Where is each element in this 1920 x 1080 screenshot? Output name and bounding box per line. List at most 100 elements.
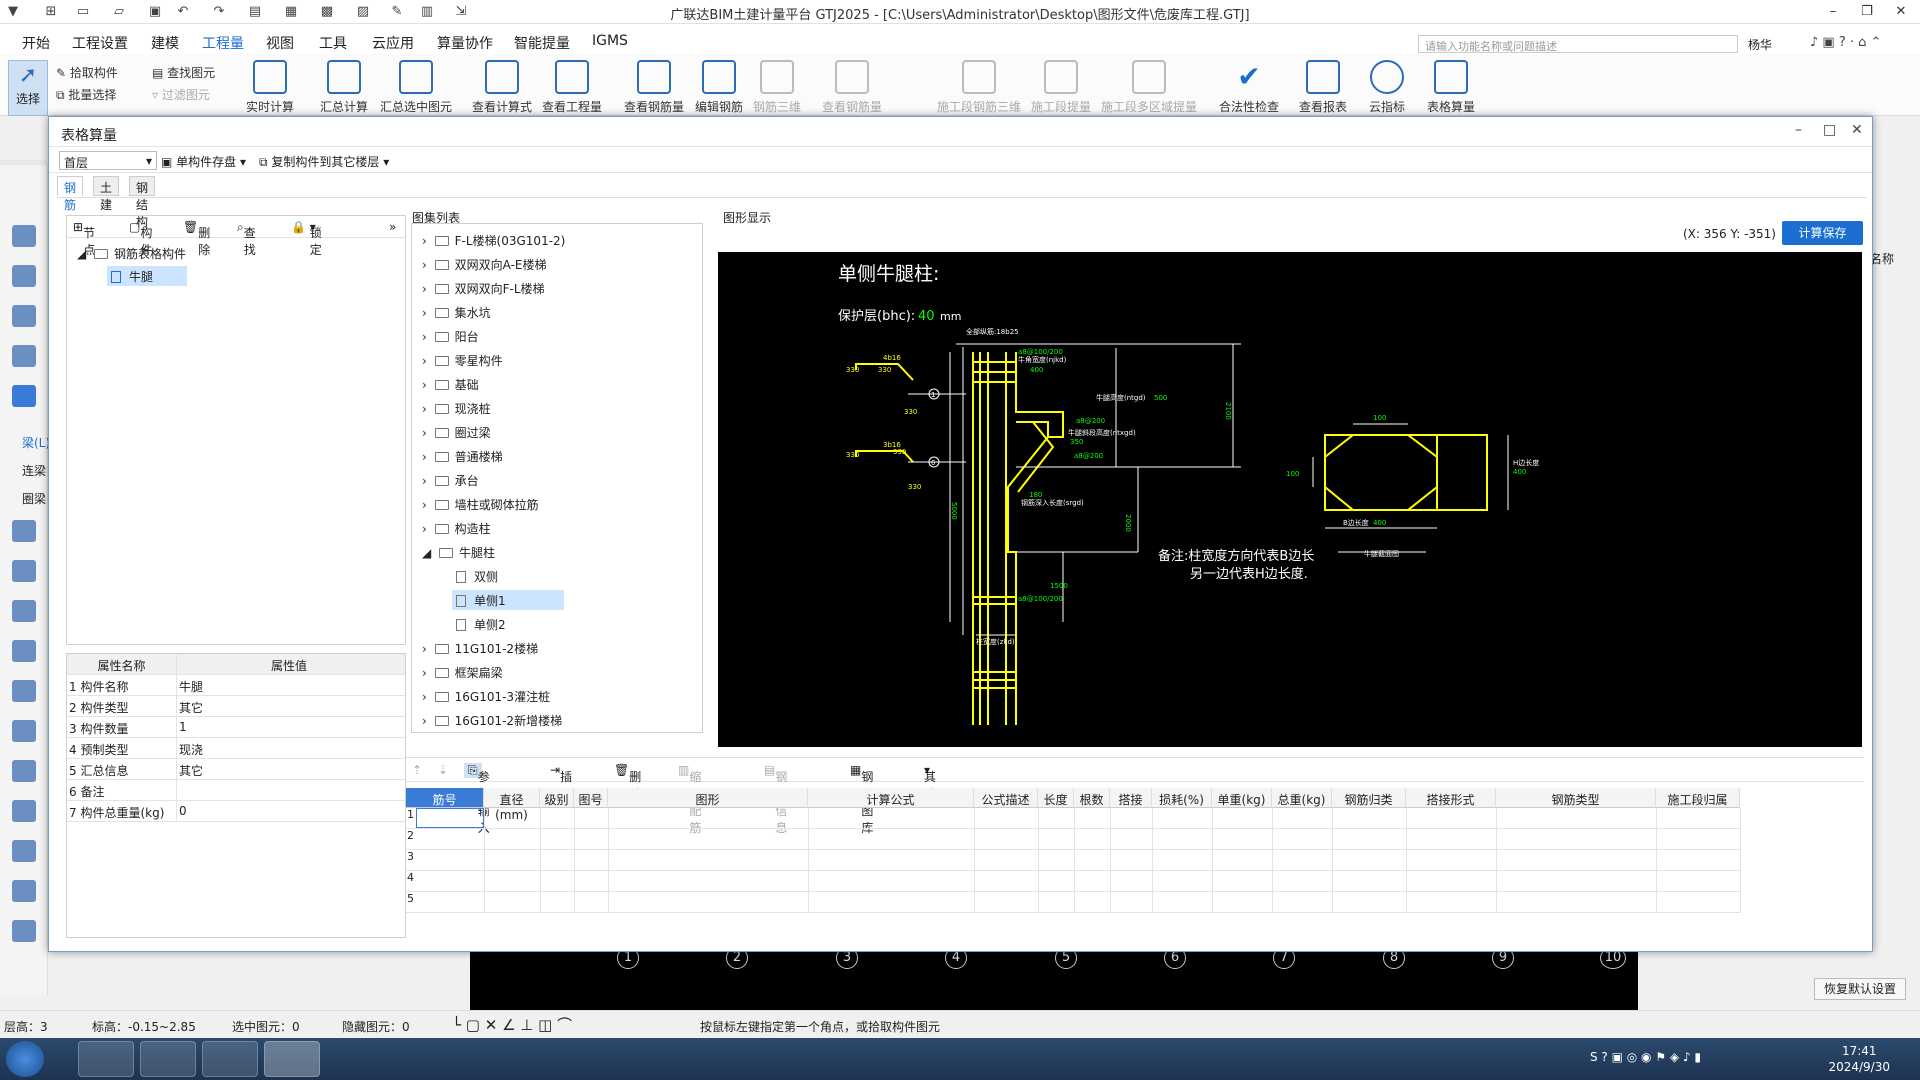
atlas-item[interactable]: › 框架扁梁 — [422, 666, 503, 680]
table-quantity-button[interactable]: 表格算量 — [1424, 60, 1478, 115]
table-row[interactable]: 5 — [406, 892, 1740, 913]
atlas-item[interactable]: › 承台 — [422, 474, 479, 488]
insert-button[interactable]: ⇥ 插入 — [550, 763, 572, 801]
undo-icon[interactable]: ↶ — [177, 4, 189, 19]
taskbar-ie[interactable] — [140, 1041, 196, 1077]
view-report-button[interactable]: 查看报表 — [1296, 60, 1350, 115]
atlas-item[interactable]: › 阳台 — [422, 330, 479, 344]
delete-rebar-button[interactable]: 🗑 删除 — [614, 763, 641, 801]
atlas-item[interactable]: › 墙柱或砌体拉筋 — [422, 498, 539, 512]
calc-save-button[interactable]: 计算保存 — [1782, 221, 1863, 245]
col-shape[interactable]: 图形 — [608, 788, 808, 808]
view-formula-button[interactable]: 查看计算式 — [470, 60, 534, 115]
prop-value[interactable]: 其它 — [179, 764, 204, 778]
prop-row[interactable]: 4 预制类型现浇 — [67, 738, 405, 759]
nav-play-icon[interactable] — [12, 920, 36, 942]
prop-row[interactable]: 7 构件总重量(kg)0 — [67, 801, 405, 822]
delete-button[interactable]: 🗑 删除 — [183, 220, 211, 257]
col-length[interactable]: 长度 — [1038, 788, 1074, 808]
nav-deco-icon[interactable] — [12, 600, 36, 622]
prop-value[interactable]: 其它 — [179, 701, 204, 715]
atlas-child-item[interactable]: 双侧 — [452, 568, 498, 585]
table-row[interactable]: 2 — [406, 829, 1740, 850]
nav-door-icon[interactable] — [12, 345, 36, 367]
col-loss[interactable]: 损耗(%) — [1152, 788, 1212, 808]
save-single-button[interactable]: ▣ 单构件存盘 ▾ — [161, 155, 247, 169]
redo-icon[interactable]: ↷ — [213, 4, 225, 19]
table-row[interactable]: 4 — [406, 871, 1740, 892]
pick-component-button[interactable]: ✎ 拾取构件 — [56, 66, 118, 80]
prop-row[interactable]: 2 构件类型其它 — [67, 696, 405, 717]
tab-rebar[interactable]: 钢筋 — [57, 176, 84, 212]
node-button[interactable]: ⊞ 节点 — [73, 220, 96, 257]
atlas-item[interactable]: › 圈过梁 — [422, 426, 491, 440]
user-name[interactable]: 杨华 — [1748, 38, 1773, 52]
tree-root[interactable]: ◢ 钢筋表格构件 — [77, 247, 187, 261]
col-grade[interactable]: 级别 — [540, 788, 574, 808]
menu-smart[interactable]: 智能提量 — [514, 36, 570, 52]
col-count[interactable]: 根数 — [1074, 788, 1110, 808]
expand-icon[interactable]: » — [389, 220, 397, 234]
scale-rebar-button[interactable]: ▥ 缩尺配筋 — [678, 763, 702, 835]
atlas-item[interactable]: › 集水坑 — [422, 306, 491, 320]
copy-to-floor-button[interactable]: ⧉ 复制构件到其它楼层 ▾ — [259, 155, 390, 169]
nav-slab-icon[interactable] — [12, 520, 36, 542]
floor-select[interactable]: 首层▾ — [59, 151, 157, 170]
atlas-child-item-selected[interactable]: 单侧1 — [452, 590, 564, 610]
select-tool-button[interactable]: ➚ 选择 — [8, 60, 48, 116]
dialog-maximize-button[interactable]: □ — [1823, 122, 1837, 138]
nav-found-icon[interactable] — [12, 680, 36, 702]
param-input-button[interactable]: ⎘ 参数输入 — [464, 763, 490, 835]
atlas-item[interactable]: › 16G101-3灌注桩 — [422, 690, 551, 704]
atlas-item-expanded[interactable]: ◢ 牛腿柱 — [422, 546, 496, 560]
restore-default-button[interactable]: 恢复默认设置 — [1814, 978, 1906, 1000]
component-button[interactable]: ▢ 构件 — [129, 220, 153, 257]
prop-value[interactable]: 现浇 — [179, 743, 204, 757]
table-row[interactable]: 1 — [406, 808, 1740, 829]
move-down-icon[interactable]: ⇣ — [438, 763, 449, 777]
realtime-calc-button[interactable]: 实时计算 — [240, 60, 300, 115]
qa-tool2-icon[interactable]: ▦ — [284, 4, 298, 19]
nav-beam-label[interactable]: 梁(L) — [22, 436, 51, 450]
minimize-button[interactable]: – — [1829, 4, 1837, 19]
col-lap-type[interactable]: 搭接形式 — [1406, 788, 1496, 808]
prop-row[interactable]: 6 备注 — [67, 780, 405, 801]
prop-value[interactable]: 牛腿 — [179, 680, 204, 694]
save-icon[interactable]: ▣ — [148, 4, 162, 19]
col-formula-desc[interactable]: 公式描述 — [974, 788, 1038, 808]
open-icon[interactable]: ▱ — [114, 4, 124, 19]
cover-value[interactable]: 40 — [918, 309, 935, 324]
atlas-item[interactable]: › 基础 — [422, 378, 479, 392]
atlas-child-item[interactable]: 单侧2 — [452, 616, 506, 633]
menu-modeling[interactable]: 建模 — [151, 36, 179, 52]
file-new-icon[interactable]: ▭ — [76, 4, 90, 19]
lock-button[interactable]: 🔒 锁定 ▾ — [291, 220, 322, 257]
qa-col-icon[interactable]: ▥ — [420, 4, 434, 19]
tray-icons[interactable]: S ? ▣ ◎ ◉ ⚑ ◈ ♪ ▮ — [1590, 1050, 1702, 1064]
atlas-item[interactable]: › 零星构件 — [422, 354, 503, 368]
qa-pen-icon[interactable]: ✎ — [391, 4, 403, 19]
filter-element-button[interactable]: ▿ 过滤图元 — [152, 88, 210, 102]
table-row[interactable]: 3 — [406, 850, 1740, 871]
rebar-info-button[interactable]: ▤ 钢筋信息 — [764, 763, 788, 835]
tree-item-niutui[interactable]: 牛腿 — [107, 266, 187, 286]
col-diameter[interactable]: 直径(mm) — [484, 788, 540, 822]
menu-igms[interactable]: IGMS — [592, 33, 628, 49]
qa-grid-icon[interactable]: ▩ — [320, 4, 334, 19]
taskbar-app1[interactable] — [78, 1041, 134, 1077]
atlas-item[interactable]: › 构造柱 — [422, 522, 491, 536]
atlas-item[interactable]: › 16G101-2新增楼梯 — [422, 714, 563, 728]
rebar-3d-button[interactable]: 钢筋三维 — [750, 60, 804, 115]
col-total-weight[interactable]: 总重(kg) — [1272, 788, 1332, 808]
col-unit-weight[interactable]: 单重(kg) — [1212, 788, 1272, 808]
nav-custom-icon[interactable] — [12, 760, 36, 782]
sum-calc-button[interactable]: 汇总计算 — [316, 60, 372, 115]
rebar-library-button[interactable]: ▦ 钢筋图库 — [850, 763, 874, 835]
new-icon[interactable]: ⊞ — [45, 4, 57, 19]
view-steel-button[interactable]: 查看钢筋量 — [820, 60, 884, 115]
nav-axis-icon[interactable] — [12, 225, 36, 247]
menu-start[interactable]: 开始 — [22, 36, 50, 52]
prop-row[interactable]: 1 构件名称牛腿 — [67, 675, 405, 696]
